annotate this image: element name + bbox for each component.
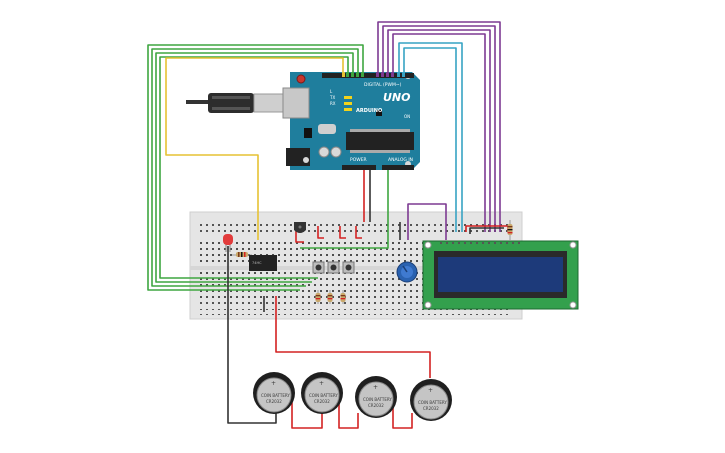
wire-red-battery-2 bbox=[291, 398, 323, 429]
battery-2[interactable]: + COIN BATTERY CR2032 bbox=[301, 372, 343, 414]
wire-red-jumper-4 bbox=[355, 226, 362, 239]
resistor-button-1[interactable] bbox=[315, 290, 321, 304]
battery-3[interactable]: + COIN BATTERY CR2032 bbox=[355, 376, 397, 418]
board-brand: UNO bbox=[383, 91, 411, 104]
battery-1-model: CR2032 bbox=[266, 399, 282, 404]
wire-green-4 bbox=[159, 56, 349, 279]
arduino-uno[interactable]: DIGITAL (PWM~) UNO ARDUINO POWER ANALOG … bbox=[282, 72, 420, 170]
wire-green-2 bbox=[151, 48, 359, 287]
wire-red-battery-1 bbox=[275, 296, 431, 378]
ic-chip[interactable]: 74HC bbox=[249, 255, 277, 271]
pushbutton-3[interactable] bbox=[342, 261, 355, 274]
reset-button[interactable] bbox=[296, 74, 306, 84]
battery-2-label: COIN BATTERY bbox=[309, 393, 338, 398]
resistor-button-2[interactable] bbox=[327, 290, 333, 304]
wire-green-analog bbox=[300, 165, 389, 249]
battery-2-polarity: + bbox=[319, 380, 324, 387]
temperature-sensor[interactable] bbox=[294, 222, 306, 233]
wire-red-jumper-3 bbox=[339, 226, 346, 239]
battery-2-model: CR2032 bbox=[314, 399, 330, 404]
wire-black-lcd bbox=[469, 227, 504, 234]
rx-label: RX bbox=[330, 101, 336, 106]
lcd-screen bbox=[438, 257, 563, 292]
battery-1[interactable]: + COIN BATTERY CR2032 bbox=[253, 372, 295, 414]
battery-4-model: CR2032 bbox=[423, 406, 439, 411]
battery-4[interactable]: + COIN BATTERY CR2032 bbox=[410, 379, 452, 421]
wires[interactable] bbox=[147, 21, 509, 429]
wire-purple-2 bbox=[382, 25, 496, 232]
l-label: L bbox=[330, 89, 333, 94]
tx-label: TX bbox=[329, 95, 335, 100]
components[interactable]: 74HC bbox=[223, 220, 513, 304]
battery-3-polarity: + bbox=[373, 384, 378, 391]
lcd-display[interactable] bbox=[422, 240, 579, 310]
analog-header[interactable] bbox=[382, 165, 414, 170]
on-label: ON bbox=[404, 114, 410, 119]
board-logo: ARDUINO bbox=[356, 108, 382, 114]
wire-red-battery-3 bbox=[338, 398, 359, 429]
wire-green-1 bbox=[147, 44, 364, 291]
digital-header[interactable] bbox=[322, 73, 414, 78]
atmega-chip bbox=[346, 132, 414, 150]
power-header[interactable] bbox=[342, 165, 376, 170]
resistor-led[interactable] bbox=[232, 252, 252, 257]
wire-purple-4 bbox=[392, 33, 486, 232]
battery-3-label: COIN BATTERY bbox=[363, 397, 392, 402]
wire-purple-3 bbox=[387, 29, 491, 232]
battery-3-model: CR2032 bbox=[368, 403, 384, 408]
wire-black-battery bbox=[227, 246, 277, 424]
potentiometer[interactable] bbox=[396, 261, 418, 283]
pushbutton-2[interactable] bbox=[327, 261, 340, 274]
usb-port bbox=[282, 87, 310, 119]
wire-cyan-1 bbox=[398, 42, 463, 232]
battery-4-label: COIN BATTERY bbox=[418, 400, 447, 405]
pushbutton-1[interactable] bbox=[312, 261, 325, 274]
digital-header-label: DIGITAL (PWM~) bbox=[364, 82, 402, 88]
wire-green-3 bbox=[155, 52, 354, 283]
wire-red-battery-4 bbox=[392, 398, 413, 429]
resistor-button-3[interactable] bbox=[340, 290, 346, 304]
battery-1-label: COIN BATTERY bbox=[261, 393, 290, 398]
battery-4-polarity: + bbox=[428, 387, 433, 394]
analog-label: ANALOG IN bbox=[388, 157, 413, 163]
battery-1-polarity: + bbox=[271, 380, 276, 387]
resistor-lcd[interactable] bbox=[507, 220, 513, 240]
wire-red-jumper-2 bbox=[317, 226, 324, 239]
svg-text:74HC: 74HC bbox=[252, 261, 262, 265]
wire-purple-1 bbox=[377, 21, 501, 232]
power-label: POWER bbox=[350, 157, 367, 163]
wire-cyan-2 bbox=[403, 47, 457, 232]
wire-yellow bbox=[165, 57, 344, 240]
led-red[interactable] bbox=[223, 234, 233, 252]
power-jack bbox=[286, 148, 310, 166]
wire-purple-loop bbox=[407, 203, 447, 240]
